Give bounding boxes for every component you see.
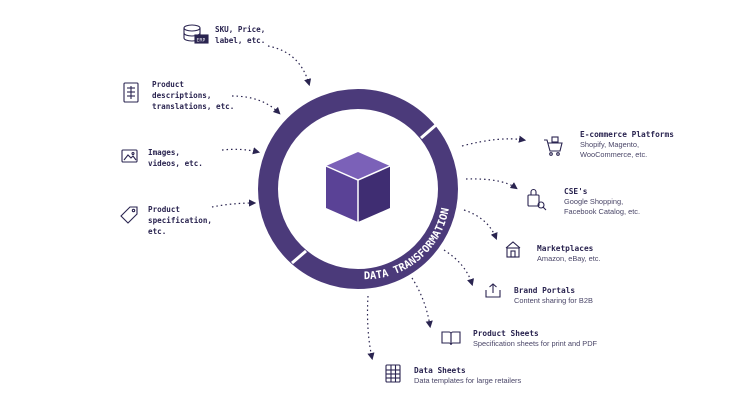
arrow-output-5 bbox=[411, 277, 433, 329]
database-erp-icon: ERP bbox=[183, 24, 209, 44]
output-cse: CSE's Google Shopping, Facebook Catalog,… bbox=[564, 187, 641, 216]
pim-ring bbox=[258, 89, 458, 289]
spreadsheet-icon bbox=[385, 364, 401, 383]
arrow-input-1 bbox=[267, 45, 312, 87]
output-title: Data Sheets bbox=[414, 366, 466, 375]
upload-icon bbox=[485, 283, 501, 298]
arrow-input-4 bbox=[211, 199, 257, 208]
document-icon bbox=[123, 82, 139, 103]
output-title: CSE's bbox=[564, 187, 588, 196]
output-brand-portals: Brand Portals Content sharing for B2B bbox=[514, 286, 593, 305]
input-label-images: Images, videos, etc. bbox=[148, 148, 203, 168]
arrow-output-1 bbox=[461, 135, 527, 147]
cart-icon bbox=[544, 136, 563, 156]
arrow-output-4 bbox=[443, 249, 474, 287]
output-ecommerce: E-commerce Platforms Shopify, Magento, W… bbox=[580, 130, 674, 159]
output-title: Brand Portals bbox=[514, 286, 576, 295]
ring-divider bbox=[420, 123, 437, 140]
image-icon bbox=[121, 149, 138, 163]
arrow-input-2 bbox=[231, 95, 281, 115]
output-title: Marketplaces bbox=[537, 244, 594, 253]
search-bag-icon bbox=[527, 188, 547, 211]
book-icon bbox=[441, 331, 461, 346]
input-label-specification: Product specification, etc. bbox=[148, 205, 213, 236]
store-icon bbox=[505, 241, 521, 258]
input-label-descriptions: Product descriptions, translations, etc. bbox=[152, 80, 235, 111]
output-title: E-commerce Platforms bbox=[580, 130, 674, 139]
ring-divider bbox=[291, 249, 307, 265]
tag-icon bbox=[120, 206, 138, 224]
svg-text:ERP: ERP bbox=[197, 38, 206, 44]
output-data-sheets: Data Sheets Data templates for large ret… bbox=[414, 366, 522, 385]
arrow-input-3 bbox=[221, 147, 261, 155]
output-marketplaces: Marketplaces Amazon, eBay, etc. bbox=[537, 244, 601, 263]
arrow-output-2 bbox=[465, 178, 518, 190]
input-label-sku: SKU, Price, label, etc. bbox=[215, 25, 266, 45]
arrow-output-3 bbox=[463, 209, 498, 241]
arrow-output-6 bbox=[366, 295, 375, 361]
output-title: Product Sheets bbox=[473, 329, 539, 338]
cube-icon bbox=[325, 152, 391, 222]
output-product-sheets: Product Sheets Specification sheets for … bbox=[473, 329, 598, 348]
